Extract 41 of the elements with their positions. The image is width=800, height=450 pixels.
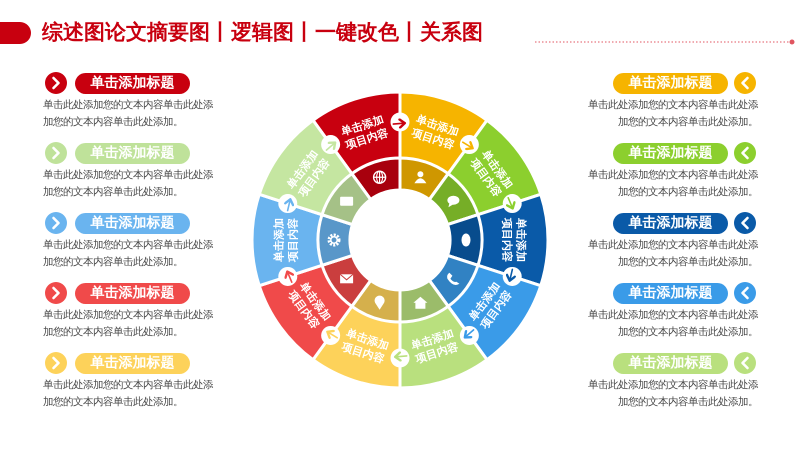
title: 综述图论文摘要图丨逻辑图丨一键改色丨关系图 — [42, 19, 483, 46]
segment-text: 单击添加项目内容 — [283, 146, 334, 202]
segment-text: 单击添加项目内容 — [408, 111, 462, 154]
description-text: 单击此处添加您的文本内容单击此处添加您的文本内容单击此处添加。 — [587, 308, 758, 340]
title-pill: 单击添加标题 — [75, 282, 190, 304]
title-pill: 单击添加标题 — [75, 72, 190, 94]
segment-text: 单击添加项目内容 — [466, 146, 517, 201]
title-pill: 单击添加标题 — [613, 72, 728, 94]
segment-text: 单击添加项目内容 — [466, 279, 516, 334]
segment-text: 单击添加项目内容 — [284, 279, 334, 334]
title-pill: 单击添加标题 — [75, 352, 190, 374]
description-text: 单击此处添加您的文本内容单击此处添加您的文本内容单击此处添加。 — [43, 308, 214, 340]
description-text: 单击此处添加您的文本内容单击此处添加您的文本内容单击此处添加。 — [43, 98, 214, 130]
chevron-arrow — [460, 135, 479, 154]
title-pill: 单击添加标题 — [613, 212, 728, 234]
title-pill: 单击添加标题 — [613, 282, 728, 304]
chevron-arrow — [278, 266, 298, 286]
description-text: 单击此处添加您的文本内容单击此处添加您的文本内容单击此处添加。 — [587, 238, 758, 270]
chevron-arrow — [321, 326, 340, 345]
title-pill: 单击添加标题 — [75, 212, 190, 234]
chevron-arrow — [502, 194, 522, 214]
description-text: 单击此处添加您的文本内容单击此处添加您的文本内容单击此处添加。 — [587, 378, 758, 410]
chevron-arrow — [278, 194, 298, 214]
description-text: 单击此处添加您的文本内容单击此处添加您的文本内容单击此处添加。 — [587, 168, 758, 200]
segment-text: 单击添加项目内容 — [338, 111, 391, 154]
segment-text: 单击添加项目内容 — [272, 217, 301, 264]
chevron-arrow — [502, 266, 522, 286]
segment-text: 单击添加项目内容 — [408, 326, 461, 369]
chevron-arrow — [390, 112, 410, 132]
chevron-arrow — [321, 135, 340, 154]
description-text: 单击此处添加您的文本内容单击此处添加您的文本内容单击此处添加。 — [43, 378, 214, 410]
segment-text: 单击添加项目内容 — [499, 216, 528, 264]
chevron-arrow — [460, 326, 479, 345]
title-pill: 单击添加标题 — [613, 142, 728, 164]
title-pill: 单击添加标题 — [75, 142, 190, 164]
segment-text: 单击添加项目内容 — [339, 326, 392, 369]
description-text: 单击此处添加您的文本内容单击此处添加您的文本内容单击此处添加。 — [587, 98, 758, 130]
description-text: 单击此处添加您的文本内容单击此处添加您的文本内容单击此处添加。 — [43, 168, 214, 200]
chevron-arrow — [390, 348, 410, 368]
description-text: 单击此处添加您的文本内容单击此处添加您的文本内容单击此处添加。 — [43, 238, 214, 270]
title-pill: 单击添加标题 — [613, 352, 728, 374]
